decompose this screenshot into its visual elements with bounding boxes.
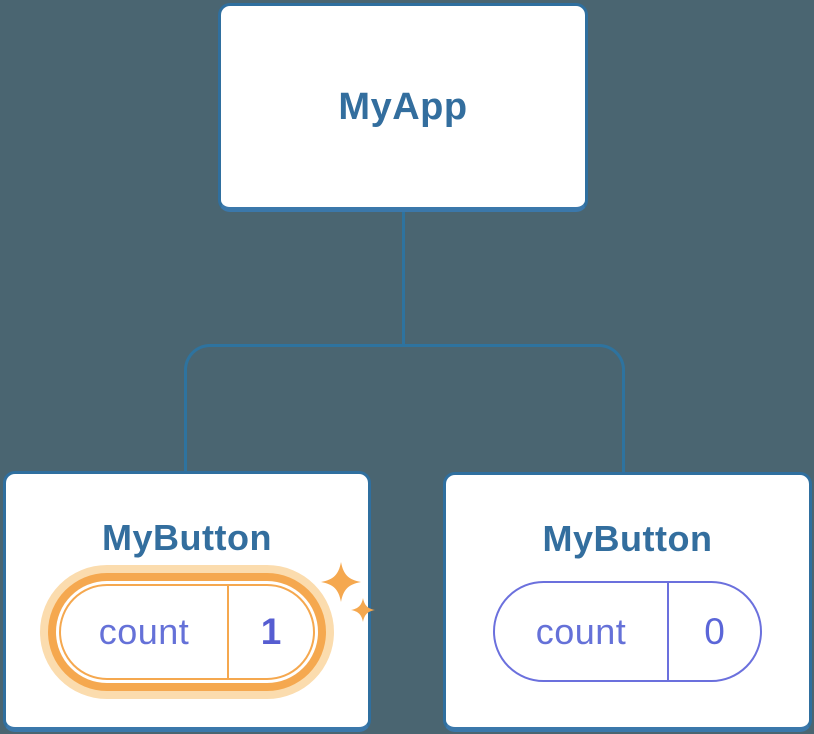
state-pill-highlighted: count 1 (59, 584, 315, 680)
pill-divider (667, 583, 669, 680)
state-key: count (98, 611, 190, 652)
component-label: MyApp (338, 85, 468, 128)
component-label: MyButton (102, 517, 272, 558)
component-node-mybutton-2: MyButton count 0 (443, 472, 812, 732)
connector-branch (184, 344, 625, 472)
state-value: 0 (704, 610, 725, 652)
state-value: 1 (260, 611, 282, 652)
component-node-myapp: MyApp (218, 3, 588, 212)
pill-divider (227, 586, 229, 678)
state-key: count (535, 610, 627, 652)
state-pill: count 0 (493, 581, 762, 682)
connector-stem (402, 212, 405, 345)
component-node-mybutton-1: MyButton count 1 (3, 471, 375, 732)
sparkles-icon (321, 562, 375, 622)
component-label: MyButton (542, 518, 713, 559)
